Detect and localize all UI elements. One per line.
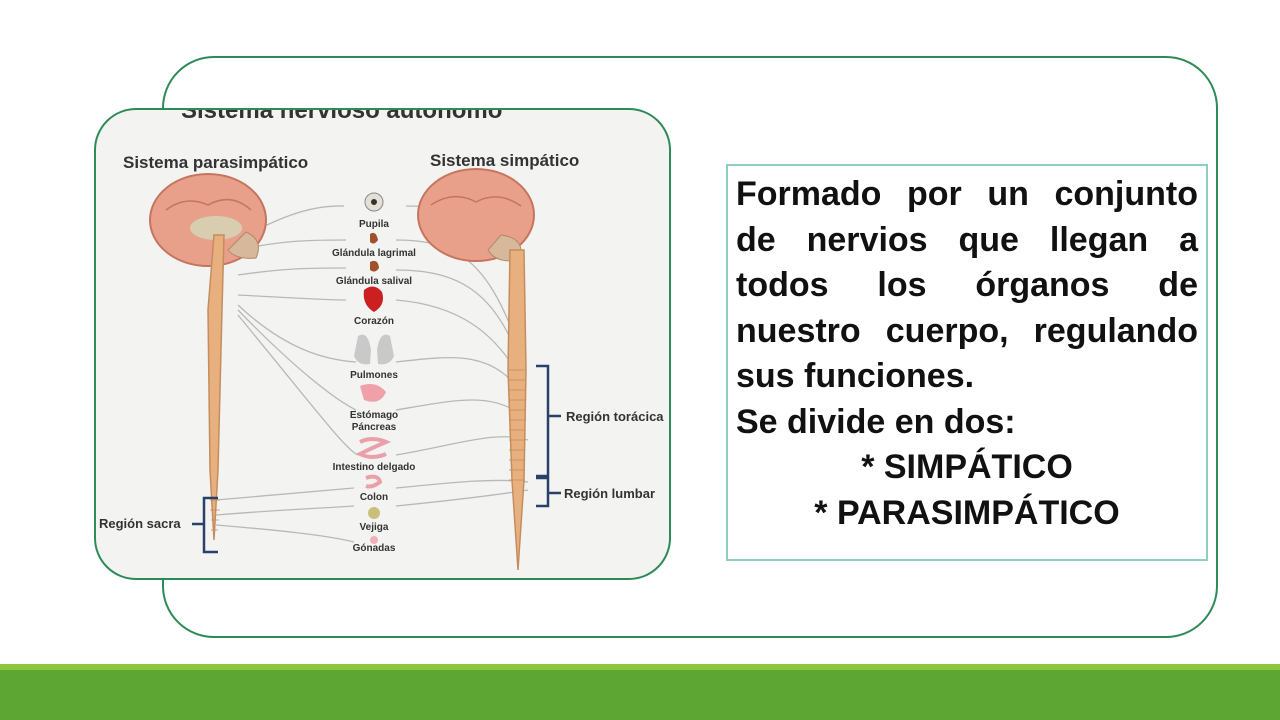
stomach-icon xyxy=(360,384,386,402)
footer-bar-dark xyxy=(0,670,1280,720)
right-brain xyxy=(417,168,535,262)
small-intestine-icon xyxy=(355,437,392,459)
salivary-gland-icon xyxy=(370,260,379,272)
bladder-icon xyxy=(368,507,380,519)
parasympathetic-title: Sistema parasimpático xyxy=(123,153,308,172)
organ-label: Vejiga xyxy=(360,522,389,533)
nervous-system-diagram: Sistema nervioso autónomo Sistema parasi… xyxy=(99,110,664,571)
region-sacral-label: Región sacra xyxy=(99,516,181,531)
lung-right-icon xyxy=(377,334,394,365)
nervous-system-figure: Sistema nervioso autónomo Sistema parasi… xyxy=(94,108,671,580)
lacrimal-gland-icon xyxy=(370,232,378,244)
region-thoracic-label: Región torácica xyxy=(566,409,664,424)
vertebra-marks xyxy=(210,369,525,531)
pupil-dot xyxy=(371,199,377,205)
gonads-icon xyxy=(370,536,378,544)
footer-bar-light xyxy=(0,664,1280,670)
organ-label: Estómago xyxy=(350,410,398,421)
organ-label: Colon xyxy=(360,492,388,503)
figure-heading: Sistema nervioso autónomo xyxy=(181,110,502,124)
division-simpatico: * SIMPÁTICO xyxy=(861,448,1073,486)
division-parasimpatico: * PARASIMPÁTICO xyxy=(814,493,1120,532)
organ-label: Páncreas xyxy=(352,422,397,433)
organ-label: Intestino delgado xyxy=(333,462,416,473)
colon-icon xyxy=(365,474,383,489)
organ-label: Pulmones xyxy=(350,370,398,381)
divide-line: Se divide en dos: xyxy=(736,402,1016,441)
description-paragraph: Formado por un conjunto de nervios que l… xyxy=(736,175,1198,395)
left-brain xyxy=(149,173,267,267)
text-content: Formado por un conjunto de nervios que l… xyxy=(736,172,1198,536)
organ-label: Glándula lagrimal xyxy=(332,248,416,259)
organ-label: Glándula salival xyxy=(336,276,412,287)
lung-left-icon xyxy=(354,334,371,365)
organ-label: Gónadas xyxy=(353,543,396,554)
organ-label: Corazón xyxy=(354,316,394,327)
sympathetic-title: Sistema simpático xyxy=(430,151,579,170)
organ-label: Pupila xyxy=(359,219,389,230)
left-spinal-cord xyxy=(207,234,225,541)
region-lumbar-label: Región lumbar xyxy=(564,486,655,501)
text-box-border xyxy=(726,164,1208,561)
heart-icon xyxy=(363,286,383,312)
region-brackets xyxy=(192,364,561,554)
